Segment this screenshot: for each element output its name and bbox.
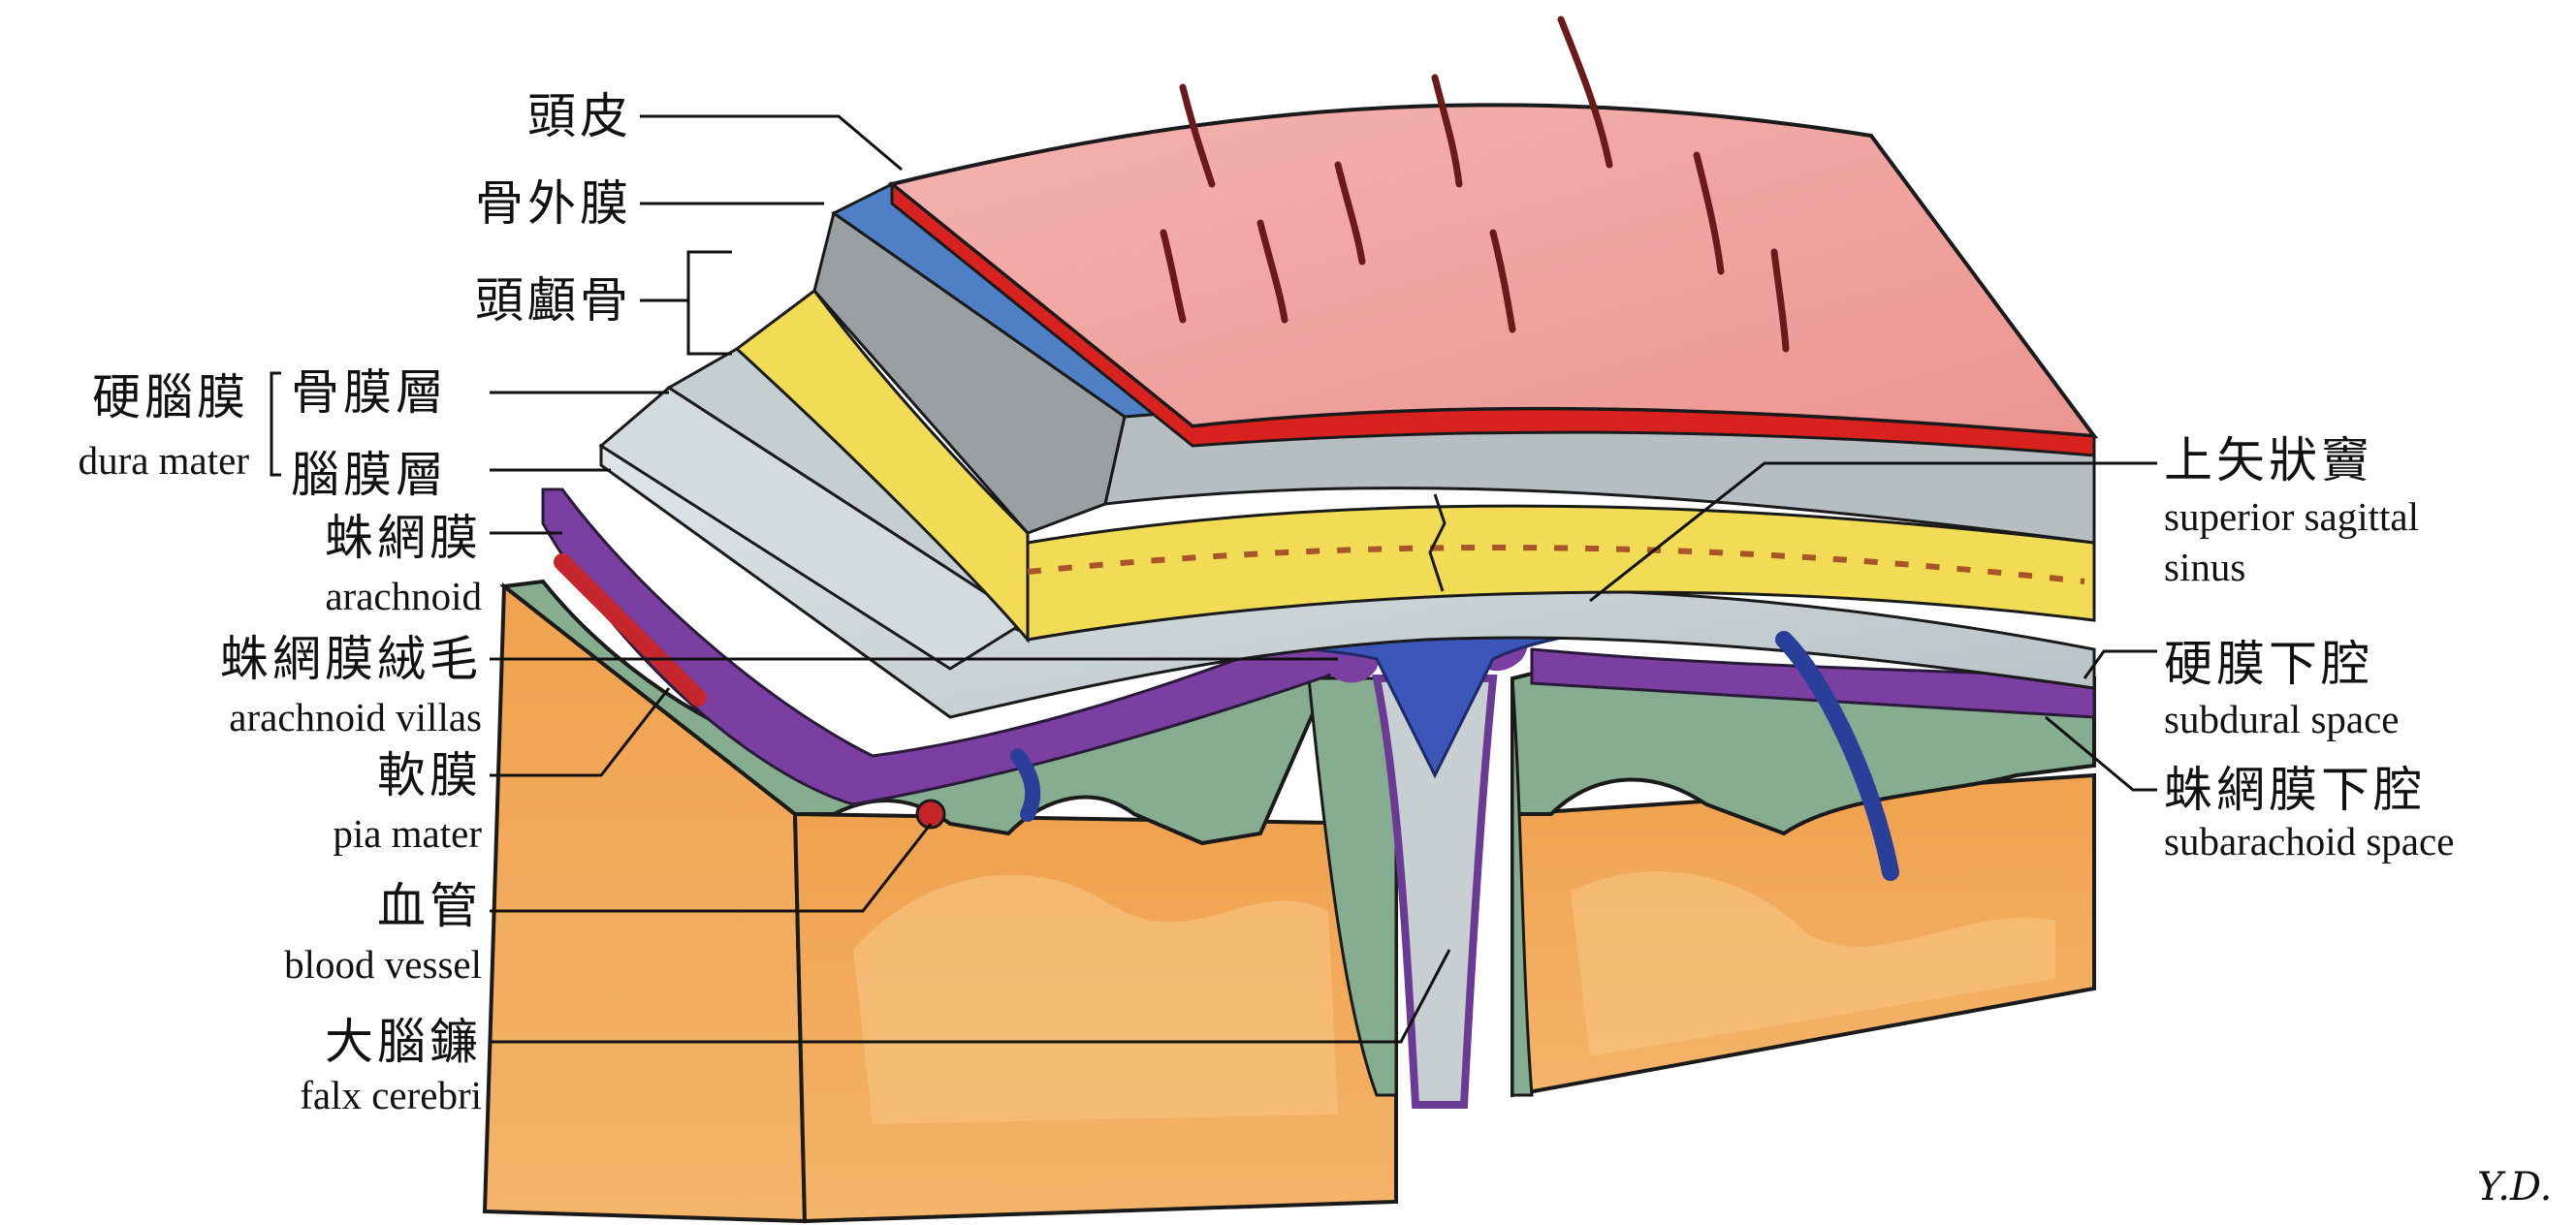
subdural-space-label-en: subdural space: [2164, 700, 2400, 739]
subarachnoid-space-label-zh: 蛛網膜下腔: [2164, 766, 2426, 814]
subdural-space-label-zh: 硬膜下腔: [2164, 640, 2373, 688]
pia-mater-label-zh: 軟膜: [377, 751, 482, 800]
meningeal-layer-label: 腦膜層: [291, 451, 448, 499]
arachnoid-label-zh: 蛛網膜: [325, 514, 482, 562]
skull-label: 頭顱骨: [475, 276, 632, 325]
artist-signature: Y.D.: [2477, 1168, 2552, 1207]
superior-sagittal-sinus-label-zh: 上矢狀竇: [2164, 436, 2373, 485]
arachnoid-label-en: arachnoid: [325, 577, 482, 616]
blood-vessel-label-zh: 血管: [377, 882, 482, 930]
superior-sagittal-sinus-label-en-1: superior sagittal: [2164, 497, 2419, 537]
falx-cerebri-label-en: falx cerebri: [300, 1076, 482, 1115]
falx-cerebri-label-zh: 大腦鐮: [325, 1018, 482, 1066]
pia-mater-label-en: pia mater: [333, 814, 482, 854]
pericranium-label: 骨外膜: [475, 179, 632, 228]
arachnoid-villi-label-zh: 蛛網膜絨毛: [220, 635, 482, 683]
dura-mater-label-zh: 硬腦膜: [92, 373, 249, 422]
scalp-label: 頭皮: [527, 92, 632, 141]
subarachnoid-space-label-en: subarachoid space: [2164, 822, 2454, 862]
blood-vessel-label-en: blood vessel: [284, 945, 482, 985]
superior-sagittal-sinus-label-en-2: sinus: [2164, 548, 2245, 587]
arachnoid-villi-label-en: arachnoid villas: [229, 698, 482, 738]
dura-mater-label-en: dura mater: [79, 441, 249, 481]
periosteal-layer-label: 骨膜層: [291, 368, 448, 417]
